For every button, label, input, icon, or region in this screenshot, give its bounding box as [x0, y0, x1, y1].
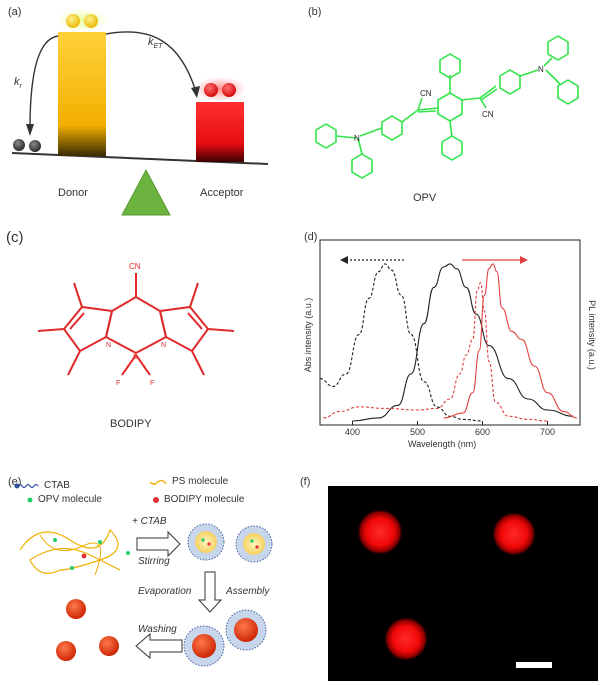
phenyl-ring: [315, 123, 337, 149]
arrow-evaporation: [197, 571, 223, 613]
opv-label: OPV: [413, 192, 437, 204]
phenyl-ring: [441, 135, 463, 161]
donor-pillar: [58, 32, 106, 156]
bodipy-n1: N: [106, 342, 111, 349]
chart-frame: [319, 239, 581, 426]
ctab-legend-icon: [17, 483, 39, 489]
panel-label-d: (d): [304, 231, 318, 243]
phenyl-ring: [351, 153, 373, 179]
step-ctab: + CTAB: [132, 516, 167, 527]
opv-legend-icon: [27, 497, 33, 503]
x-tick-label: 500: [410, 427, 425, 437]
opv-n1: N: [354, 134, 360, 143]
series-line-0: [319, 263, 483, 422]
assembly-scheme: [14, 479, 273, 667]
coated-nanoparticle: [225, 609, 267, 651]
pyrrole-ring: [158, 305, 210, 353]
bare-nanoparticle: [66, 599, 86, 619]
legend-ctab: CTAB: [44, 480, 70, 491]
legend-ps: PS molecule: [172, 476, 229, 487]
fluorescent-particle: [357, 509, 403, 555]
arrow-stirring: [136, 530, 181, 558]
donor-electron: [84, 14, 98, 28]
panel-label-c: (c): [6, 229, 24, 246]
acceptor-electron: [204, 83, 218, 97]
bodipy-b: B: [133, 354, 138, 361]
y-axis-label-left: Abs intensity (a.u.): [303, 297, 313, 373]
step-evaporation: Evaporation: [138, 586, 192, 597]
bodipy-structure: CN N N B F F: [37, 262, 235, 387]
phenyl-ring: [547, 35, 569, 61]
fluorescence-image: [328, 486, 598, 681]
arrow-washing: [135, 632, 183, 660]
seesaw-beam: [11, 152, 269, 165]
scale-bar: [516, 662, 552, 668]
energy-transfer-scheme: [11, 8, 269, 216]
panel-e: (e): [0, 460, 300, 685]
opv-cn1: CN: [420, 89, 432, 98]
legend-opv: OPV molecule: [38, 494, 102, 505]
series-line-2: [323, 282, 548, 422]
panel-label-a: (a): [8, 6, 22, 18]
bare-nanoparticle: [56, 641, 76, 661]
bodipy-label: BODIPY: [110, 418, 152, 430]
ps-chains: [19, 528, 121, 574]
acceptor-pillar: [196, 102, 244, 162]
bodipy-legend-icon: [153, 497, 159, 503]
panel-b: (b): [300, 0, 600, 225]
bare-nanoparticle: [99, 636, 119, 656]
series-line-1: [352, 263, 574, 422]
panel-label-b: (b): [308, 6, 322, 18]
ps-legend-icon: [149, 479, 167, 485]
micelle: [235, 525, 273, 563]
x-tick-label: 700: [540, 427, 555, 437]
bodipy-n2: N: [161, 342, 166, 349]
fluorescent-particle: [384, 617, 428, 661]
phenyl-ring: [381, 115, 403, 141]
pl-direction-arrow: [520, 256, 528, 264]
x-tick-label: 400: [345, 427, 360, 437]
fluorescent-particle: [492, 512, 536, 556]
ket-label: kET: [148, 36, 163, 51]
x-tick-label: 600: [475, 427, 490, 437]
kr-label: kr: [14, 76, 22, 91]
ground-state-electron: [13, 139, 25, 151]
opv-n2: N: [538, 65, 544, 74]
phenyl-ring: [557, 79, 579, 105]
panel-d: (d) 400 500 600 700 Wavelength (nm) Abs int…: [300, 225, 600, 455]
step-washing: Washing: [138, 624, 177, 635]
phenyl-ring: [439, 53, 461, 79]
step-assembly: Assembly: [226, 586, 270, 597]
coated-nanoparticle: [183, 625, 225, 667]
y-axis-label-right: PL intensity (a.u.): [587, 300, 597, 370]
bodipy-cn: CN: [129, 262, 141, 271]
panel-a: (a): [0, 0, 300, 225]
panel-label-f: (f): [300, 476, 311, 488]
ground-state-electron: [29, 140, 41, 152]
abs-direction-arrow: [340, 256, 348, 264]
bodipy-f1: F: [116, 380, 120, 387]
pyrrole-ring: [62, 305, 114, 353]
spectra-chart: 400 500 600 700: [319, 239, 581, 437]
bodipy-f2: F: [150, 380, 154, 387]
legend-bodipy: BODIPY molecule: [164, 494, 245, 505]
donor-electron: [66, 14, 80, 28]
fulcrum-triangle: [121, 168, 171, 216]
acceptor-label: Acceptor: [200, 187, 244, 199]
opv-structure: CN CN N N: [315, 35, 579, 179]
panel-f: (f): [300, 460, 600, 685]
donor-label: Donor: [58, 187, 88, 199]
micelle: [187, 523, 225, 561]
acceptor-electron: [222, 83, 236, 97]
panel-c: (c) CN N N B F F BODIPY: [0, 225, 300, 455]
x-axis-label: Wavelength (nm): [408, 439, 477, 449]
step-stirring: Stirring: [138, 556, 170, 567]
phenyl-ring: [437, 92, 463, 122]
opv-cn2: CN: [482, 110, 494, 119]
phenyl-ring: [499, 69, 521, 95]
series-line-3: [443, 263, 577, 419]
